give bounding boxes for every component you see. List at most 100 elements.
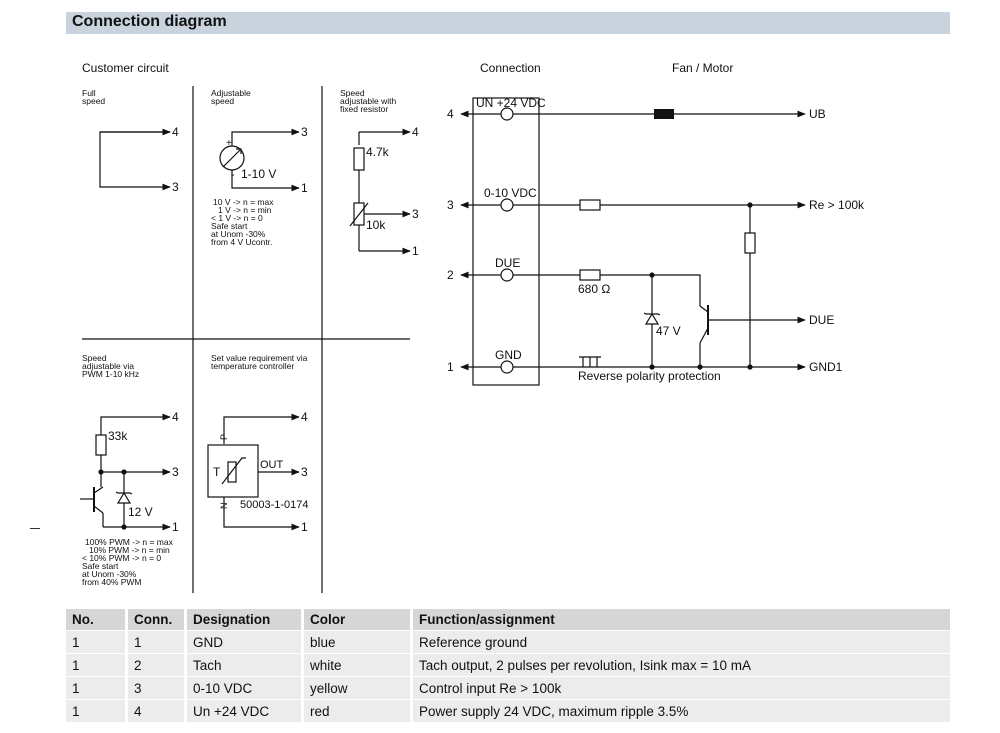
svg-text:10% PWM -> n = min: 10% PWM -> n = min	[89, 545, 170, 555]
svg-text:1: 1	[301, 520, 308, 534]
svg-text:3: 3	[412, 207, 419, 221]
svg-text:4: 4	[172, 410, 179, 424]
pwm-caption-1: Speed	[82, 353, 107, 363]
zener-12v	[116, 491, 132, 504]
svg-text:3: 3	[447, 198, 454, 212]
svg-text:4: 4	[172, 125, 179, 139]
protection-label: Reverse polarity protection	[578, 369, 721, 383]
svg-text:Safe start: Safe start	[211, 221, 248, 231]
resistor-33k	[95, 434, 107, 456]
col-color: Color	[304, 609, 413, 630]
cell: red	[304, 700, 413, 722]
resistor-680	[579, 269, 601, 281]
svg-text:1 V -> n = min: 1 V -> n = min	[218, 205, 272, 215]
cell: Tach output, 2 pulses per revolution, Is…	[413, 654, 950, 676]
cell: yellow	[304, 677, 413, 699]
cell: 2	[128, 654, 187, 676]
terminal-1	[500, 360, 514, 374]
conn-label-un: UN +24 VDC	[476, 96, 546, 110]
cell: Reference ground	[413, 631, 950, 653]
svg-text:3: 3	[172, 180, 179, 194]
cell: Power supply 24 VDC, maximum ripple 3.5%	[413, 700, 950, 722]
cell: Tach	[187, 654, 304, 676]
cell: 1	[66, 631, 128, 653]
temp-controller-box	[207, 444, 259, 498]
table-row: 1 1 GND blue Reference ground	[66, 631, 950, 653]
full-caption-2: speed	[82, 96, 105, 106]
out-label: OUT	[260, 459, 284, 471]
cell: blue	[304, 631, 413, 653]
cell: GND	[187, 631, 304, 653]
terminal-3	[500, 198, 514, 212]
svg-text:2: 2	[447, 268, 454, 282]
cell: 0-10 VDC	[187, 677, 304, 699]
svg-text:< 10% PWM -> n = 0: < 10% PWM -> n = 0	[82, 553, 161, 563]
out-ub: UB	[809, 107, 826, 121]
col-designation: Designation	[187, 609, 304, 630]
cell: 1	[66, 654, 128, 676]
r33k-label: 33k	[108, 429, 128, 443]
cell: 4	[128, 700, 187, 722]
adj-caption-1: Adjustable	[211, 88, 251, 98]
pwm-caption-3: PWM 1-10 kHz	[82, 369, 139, 379]
p-label: P	[219, 434, 229, 440]
res-caption-1: Speed	[340, 88, 365, 98]
full-caption-1: Full	[82, 88, 96, 98]
temp-caption-2: temperature controller	[211, 361, 294, 371]
table-row: 1 4 Un +24 VDC red Power supply 24 VDC, …	[66, 700, 950, 722]
r-pot-label: 10k	[366, 218, 386, 232]
table-row: 1 2 Tach white Tach output, 2 pulses per…	[66, 654, 950, 676]
resistor-pullup	[744, 232, 756, 254]
cell: 1	[128, 631, 187, 653]
svg-text:Safe start: Safe start	[82, 561, 119, 571]
out-gnd1: GND1	[809, 360, 843, 374]
cell: Control input Re > 100k	[413, 677, 950, 699]
svg-text:10 V -> n = max: 10 V -> n = max	[213, 197, 274, 207]
svg-text:3: 3	[301, 465, 308, 479]
svg-text:+: +	[226, 138, 232, 149]
zener12-label: 12 V	[128, 505, 153, 519]
zener47-label: 47 V	[656, 324, 681, 338]
svg-text:1: 1	[172, 520, 179, 534]
section-title: Connection diagram	[72, 13, 227, 30]
svg-text:3: 3	[301, 125, 308, 139]
svg-text:1: 1	[447, 360, 454, 374]
r680-label: 680 Ω	[578, 282, 610, 296]
voltage-source-circle	[219, 145, 245, 171]
adj-wire-top	[231, 128, 300, 146]
terminal-2	[500, 268, 514, 282]
svg-text:3: 3	[172, 465, 179, 479]
connection-terminal-block	[472, 97, 540, 386]
conn-label-0-10: 0-10 VDC	[484, 186, 537, 200]
full-speed-wire	[99, 131, 171, 191]
section-title-bar: Connection diagram	[66, 12, 950, 34]
res-caption-3: fixed resistor	[340, 104, 388, 114]
svg-text:from 40% PWM: from 40% PWM	[82, 577, 142, 587]
svg-text:100% PWM -> n = max: 100% PWM -> n = max	[85, 537, 174, 547]
assignment-table: No. Conn. Designation Color Function/ass…	[66, 608, 950, 723]
table-header-row: No. Conn. Designation Color Function/ass…	[66, 609, 950, 630]
conn-label-due: DUE	[495, 256, 520, 270]
cell: 3	[128, 677, 187, 699]
part-number: 50003-1-0174	[240, 499, 309, 511]
t-label: T	[213, 465, 221, 479]
svg-text:1: 1	[301, 181, 308, 195]
res-caption-2: adjustable with	[340, 96, 397, 106]
resistor-re	[579, 199, 601, 211]
zener-47v	[644, 312, 660, 325]
col-function: Function/assignment	[413, 609, 950, 630]
out-re: Re > 100k	[809, 198, 865, 212]
inductor-ub	[654, 109, 674, 119]
cell: white	[304, 654, 413, 676]
col-conn: Conn.	[128, 609, 187, 630]
margin-dash	[30, 528, 40, 529]
svg-text:4: 4	[447, 107, 454, 121]
col-no: No.	[66, 609, 128, 630]
n-label: N	[219, 503, 229, 510]
svg-text:4: 4	[301, 410, 308, 424]
connection-title: Connection	[480, 61, 541, 75]
conn-label-gnd: GND	[495, 348, 522, 362]
cell: 1	[66, 700, 128, 722]
connection-diagram: Customer circuit Connection Fan / Motor …	[80, 61, 865, 593]
adj-caption-2: speed	[211, 96, 234, 106]
